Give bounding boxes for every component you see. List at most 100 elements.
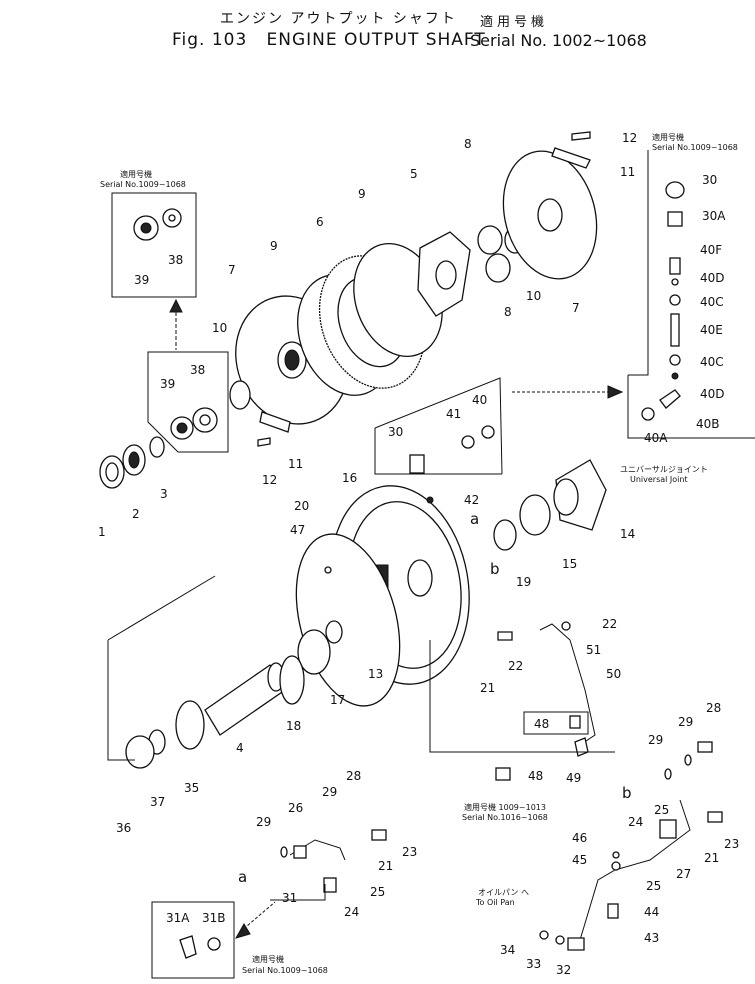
gear-35 <box>175 700 205 750</box>
label-6: 6 <box>316 215 324 229</box>
pipe-assembly-27: オイルパン へ To Oil Pan <box>475 741 723 951</box>
figure-name: ENGINE OUTPUT SHAFT <box>266 30 486 50</box>
label-25-right-bottom: 25 <box>646 879 661 893</box>
label-51: 51 <box>586 643 601 657</box>
label-11-right: 11 <box>620 165 635 179</box>
label-5: 5 <box>410 167 418 181</box>
serial-range: 適用号機 Serial No. 1002~1068 <box>470 14 647 50</box>
universal-en: Universal Joint <box>630 475 688 484</box>
label-29-a: 29 <box>322 785 337 799</box>
note-jp-right: 適用号機 <box>652 132 684 142</box>
inset-39-38-box <box>147 351 229 453</box>
part-labels: 1 2 3 4 5 6 7 7 8 8 9 9 10 10 11 11 12 1… <box>98 131 739 977</box>
oil-pan-jp: オイルパン へ <box>478 888 529 897</box>
label-29-d: 29 <box>678 715 693 729</box>
bolt-12-left <box>257 437 271 447</box>
label-40B: 40B <box>696 417 720 431</box>
label-10-right: 10 <box>526 289 541 303</box>
label-32: 32 <box>556 963 571 977</box>
marker-a-bottom: a <box>238 868 247 886</box>
label-25-left: 25 <box>370 885 385 899</box>
label-40E: 40E <box>700 323 723 337</box>
figure-number: Fig. 103 <box>172 30 248 50</box>
note-jp-bottom: 適用号機 <box>252 954 284 964</box>
label-9-left: 9 <box>270 239 278 253</box>
marker-a-top: a <box>470 510 479 528</box>
label-1: 1 <box>98 525 106 539</box>
label-7-right: 7 <box>572 301 580 315</box>
label-34: 34 <box>500 943 515 957</box>
label-43: 43 <box>644 931 659 945</box>
label-28-left: 28 <box>346 769 361 783</box>
label-26: 26 <box>288 801 303 815</box>
label-30-right: 30 <box>702 173 717 187</box>
figure-title: Fig. 103 ENGINE OUTPUT SHAFT <box>172 30 486 50</box>
o-ring-10-left <box>229 380 251 410</box>
serial-range-en: Serial No. 1002~1068 <box>470 31 647 50</box>
label-37: 37 <box>150 795 165 809</box>
label-23-right: 23 <box>724 837 739 851</box>
label-29-c: 29 <box>648 733 663 747</box>
label-48-lower: 48 <box>528 769 543 783</box>
label-3: 3 <box>160 487 168 501</box>
label-25-right-top: 25 <box>654 803 669 817</box>
label-42: 42 <box>464 493 479 507</box>
label-35: 35 <box>184 781 199 795</box>
marker-b-top: b <box>490 560 500 578</box>
label-9-top: 9 <box>358 187 366 201</box>
label-40: 40 <box>472 393 487 407</box>
label-31: 31 <box>282 891 297 905</box>
label-31B: 31B <box>202 911 226 925</box>
label-50: 50 <box>606 667 621 681</box>
label-30-center: 30 <box>388 425 403 439</box>
label-16: 16 <box>342 471 357 485</box>
label-49: 49 <box>566 771 581 785</box>
pipe-assembly-31: 適用号機 Serial No.1009~1068 <box>151 829 387 979</box>
label-20: 20 <box>294 499 309 513</box>
label-22-mid: 22 <box>508 659 523 673</box>
label-39-inset: 39 <box>160 377 175 391</box>
label-24-right: 24 <box>628 815 643 829</box>
label-46: 46 <box>572 831 587 845</box>
label-33: 33 <box>526 957 541 971</box>
bearing-36 <box>125 735 155 769</box>
bearing-group-left <box>99 436 165 489</box>
spider-5 <box>417 225 526 317</box>
note-jp: 適用号機 <box>120 169 152 179</box>
label-18: 18 <box>286 719 301 733</box>
label-4: 4 <box>236 741 244 755</box>
sensor-group-box <box>374 377 503 475</box>
label-44: 44 <box>644 905 659 919</box>
label-40C-bottom: 40C <box>700 355 724 369</box>
label-48-upper: 48 <box>534 717 549 731</box>
inset-serial-1009-box: 適用号機 Serial No.1009~1068 <box>100 169 197 298</box>
note-1009-1013: 適用号機 1009~1013 <box>464 802 546 812</box>
label-22-top: 22 <box>602 617 617 631</box>
right-parts-column: 適用号機 Serial No.1009~1068 <box>627 132 755 439</box>
label-41: 41 <box>446 407 461 421</box>
label-12-right: 12 <box>622 131 637 145</box>
lock-plate-11 <box>259 411 291 433</box>
label-17: 17 <box>330 693 345 707</box>
label-8-top: 8 <box>464 137 472 151</box>
label-36: 36 <box>116 821 131 835</box>
title-japanese: エンジン アウトプット シャフト <box>220 11 457 27</box>
label-23-left: 23 <box>402 845 417 859</box>
label-10-left: 10 <box>212 321 227 335</box>
label-38-top: 38 <box>168 253 183 267</box>
label-27: 27 <box>676 867 691 881</box>
universal-joint-14: ユニバーサルジョイント Universal Joint <box>553 459 708 531</box>
pipe-assembly-50: 適用号機 1009~1013 Serial No.1016~1068 <box>462 621 596 822</box>
label-45: 45 <box>572 853 587 867</box>
label-14: 14 <box>620 527 635 541</box>
label-40D-top: 40D <box>700 271 725 285</box>
label-13: 13 <box>368 667 383 681</box>
label-28-right: 28 <box>706 701 721 715</box>
label-38-inset: 38 <box>190 363 205 377</box>
label-2: 2 <box>132 507 140 521</box>
label-40F: 40F <box>700 243 722 257</box>
label-21-right: 21 <box>704 851 719 865</box>
label-21-bottom: 21 <box>378 859 393 873</box>
label-12-left: 12 <box>262 473 277 487</box>
note-1016-1068: Serial No.1016~1068 <box>462 813 548 822</box>
